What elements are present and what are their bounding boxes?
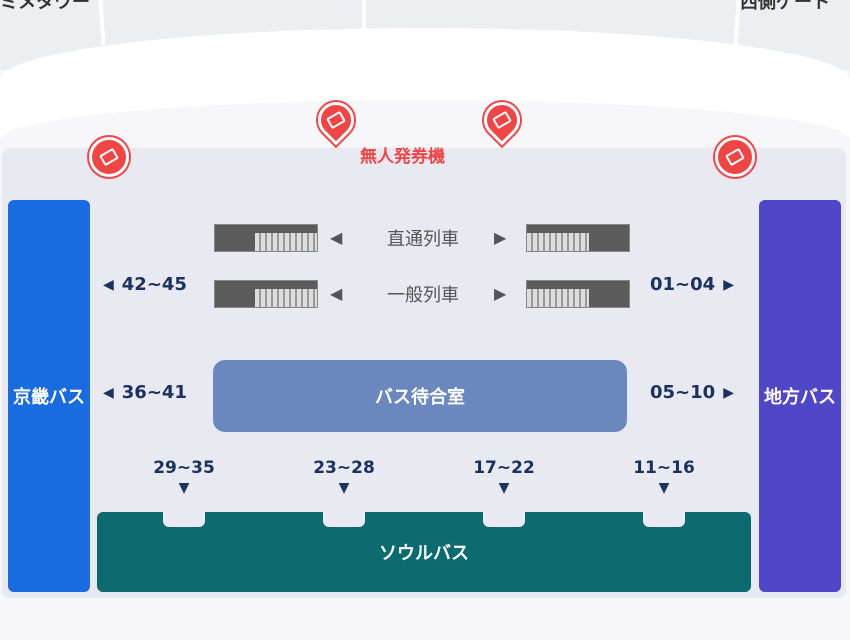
arrow-left-icon: ◀ — [330, 228, 343, 247]
arrow-left-icon: ◀ — [103, 276, 114, 293]
arrow-left-icon: ◀ — [330, 284, 343, 303]
arrow-down-icon: ▼ — [178, 480, 190, 496]
arrow-right-icon: ▶ — [494, 228, 507, 247]
gate-number: 29~35 — [153, 458, 215, 478]
top-label-left[interactable]: ミメタワー — [0, 0, 90, 13]
arrow-down-icon: ▼ — [498, 480, 510, 496]
ticket-kiosk-icon[interactable] — [715, 137, 755, 177]
divider — [362, 0, 366, 30]
gate-number: 23~28 — [313, 458, 375, 478]
gate-bottom[interactable]: 17~22 ▼ — [464, 458, 544, 496]
regional-bus-area[interactable]: 地方バス — [759, 200, 841, 592]
gate-number: 42~45 — [121, 274, 187, 295]
arrow-down-icon: ▼ — [658, 480, 670, 496]
train-icon — [214, 280, 318, 308]
gate-number: 36~41 — [121, 382, 187, 403]
arrow-right-icon: ▶ — [723, 276, 734, 293]
local-train-label[interactable]: 一般列車 — [387, 285, 459, 306]
top-label-right[interactable]: 西側ゲート — [740, 0, 830, 13]
gate-bottom[interactable]: 23~28 ▼ — [304, 458, 384, 496]
arrow-down-icon: ▼ — [338, 480, 350, 496]
arrow-right-icon: ▶ — [723, 384, 734, 401]
gate-number: 05~10 — [650, 382, 716, 403]
kiosk-label: 無人発券機 — [360, 147, 445, 167]
gate-notch — [163, 511, 205, 527]
gate-notch — [483, 511, 525, 527]
gate-bottom[interactable]: 11~16 ▼ — [624, 458, 704, 496]
train-icon — [526, 224, 630, 252]
train-icon — [214, 224, 318, 252]
gate-right-top[interactable]: 01~04 ▶ — [650, 274, 734, 295]
gate-bottom[interactable]: 29~35 ▼ — [144, 458, 224, 496]
train-icon — [526, 280, 630, 308]
gate-number: 01~04 — [650, 274, 716, 295]
arrow-left-icon: ◀ — [103, 384, 114, 401]
gate-left-mid[interactable]: ◀ 36~41 — [103, 382, 187, 403]
ticket-kiosk-icon[interactable] — [89, 137, 129, 177]
gate-notch — [323, 511, 365, 527]
gate-notch — [643, 511, 685, 527]
gate-number: 11~16 — [633, 458, 695, 478]
gate-right-mid[interactable]: 05~10 ▶ — [650, 382, 734, 403]
arrow-right-icon: ▶ — [494, 284, 507, 303]
seoul-bus-area[interactable]: ソウルバス — [97, 512, 751, 592]
gate-number: 17~22 — [473, 458, 535, 478]
direct-train-label[interactable]: 直通列車 — [387, 229, 459, 250]
bus-waiting-room[interactable]: バス待合室 — [213, 360, 627, 432]
gyeonggi-bus-area[interactable]: 京畿バス — [8, 200, 90, 592]
gate-left-top[interactable]: ◀ 42~45 — [103, 274, 187, 295]
